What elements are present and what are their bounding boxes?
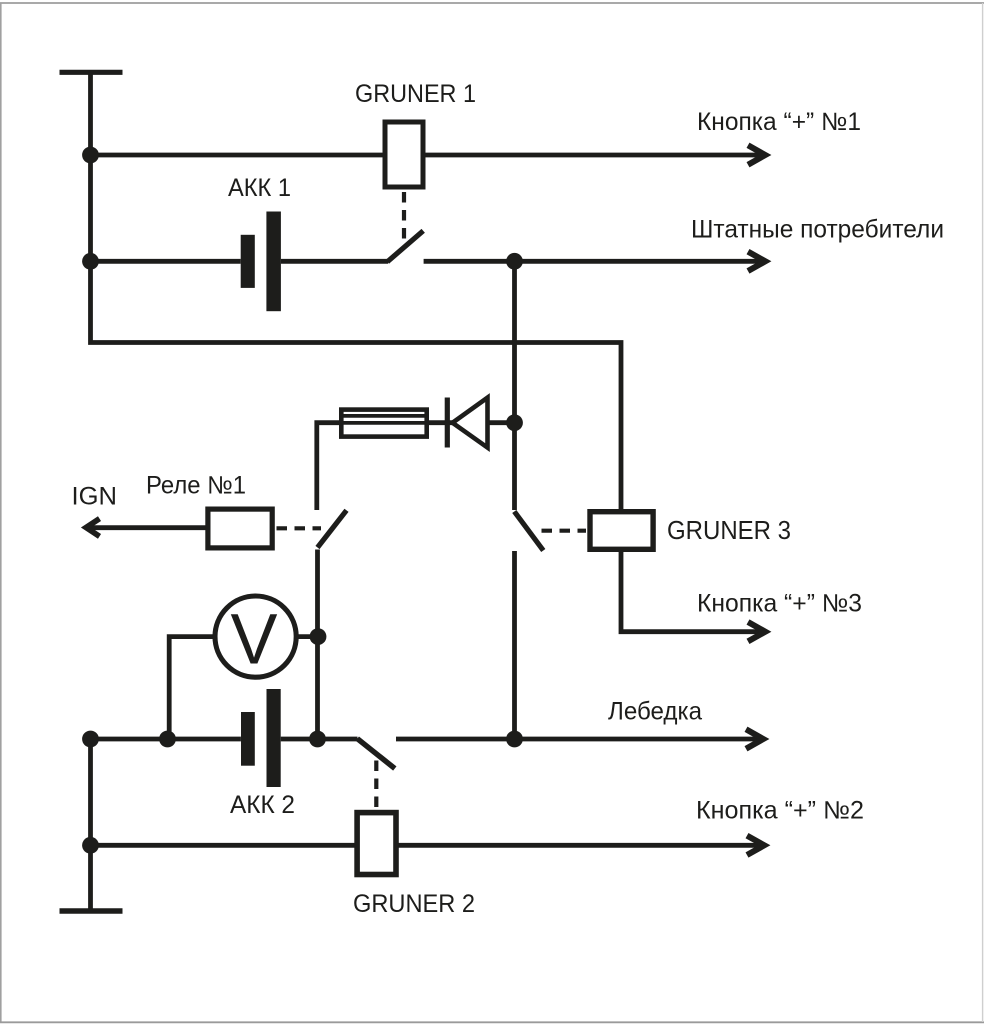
svg-text:АКК 2: АКК 2 xyxy=(230,791,295,819)
svg-text:V: V xyxy=(231,601,279,680)
svg-text:IGN: IGN xyxy=(72,483,118,511)
svg-text:GRUNER 1: GRUNER 1 xyxy=(355,80,476,108)
svg-text:Реле №1: Реле №1 xyxy=(146,472,246,500)
svg-text:Кнопка “+” №2: Кнопка “+” №2 xyxy=(696,797,864,825)
svg-text:Кнопка “+” №3: Кнопка “+” №3 xyxy=(697,590,862,618)
svg-text:Штатные потребители: Штатные потребители xyxy=(691,216,944,244)
svg-text:Лебедка: Лебедка xyxy=(608,698,702,726)
svg-text:GRUNER 3: GRUNER 3 xyxy=(667,515,791,545)
svg-text:АКК 1: АКК 1 xyxy=(228,174,291,202)
svg-text:Кнопка “+” №1: Кнопка “+” №1 xyxy=(697,108,861,136)
svg-text:GRUNER 2: GRUNER 2 xyxy=(353,890,475,918)
